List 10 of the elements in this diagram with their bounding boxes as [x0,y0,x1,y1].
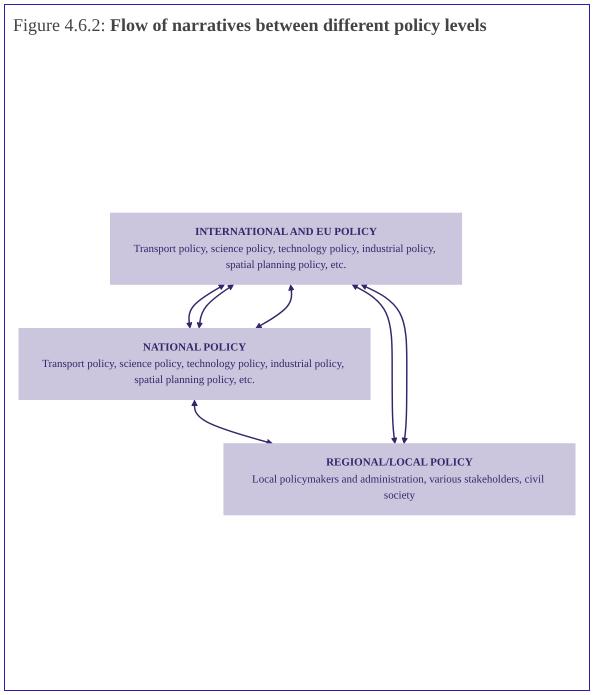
arrow [191,400,273,446]
node-box: INTERNATIONAL AND EU POLICY Transport policy, science policy, technology policy, industrial policy, spatial planning policy, etc. [110,212,462,285]
arrow [360,284,408,444]
arrow [352,284,398,444]
node-box: REGIONAL/LOCAL POLICY Local policymakers and administration, various stakeholders, civil society [223,443,576,516]
arrow [255,284,295,329]
node-box: NATIONAL POLICY Transport policy, science policy, technology policy, industrial policy, spatial planning policy, etc. [18,328,371,400]
arrow [186,284,225,329]
arrow [196,284,234,329]
figure-title: Figure 4.6.2: Flow of narratives between different policy levels [13,15,488,36]
